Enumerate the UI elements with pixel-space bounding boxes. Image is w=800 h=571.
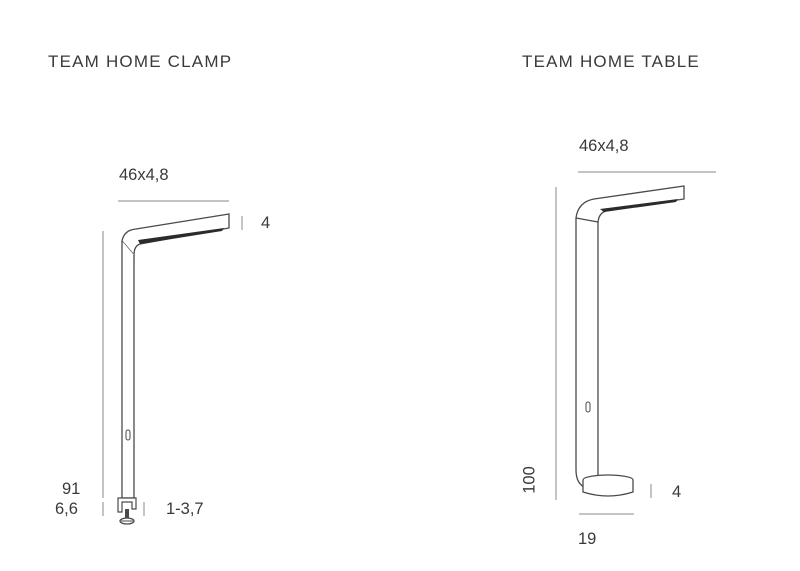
table-lamp [575, 185, 685, 497]
clamp-switch-icon [125, 429, 131, 441]
table-dim-base-width: 19 [578, 530, 597, 548]
table-dimension-lines [555, 171, 716, 515]
table-lamp-head-underside [600, 199, 678, 212]
clamp-lamp [117, 213, 230, 525]
table-dim-head: 46x4,8 [579, 137, 629, 155]
table-dim-base-height: 4 [672, 483, 682, 501]
clamp-dim-clamp-height: 6,6 [55, 500, 78, 518]
table-lamp-head [575, 185, 685, 223]
table-title: TEAM HOME TABLE [522, 52, 700, 71]
clamp-bracket [117, 497, 137, 513]
clamp-dim-total-height: 91 [62, 480, 81, 498]
clamp-dimension-lines [102, 200, 243, 516]
table-base [582, 480, 634, 497]
clamp-lamp-pole [121, 241, 135, 499]
clamp-lamp-head-underside [138, 228, 224, 244]
clamp-lamp-head [121, 213, 230, 257]
table-lamp-pole [575, 218, 599, 489]
clamp-dim-head: 46x4,8 [119, 166, 169, 184]
clamp-title: TEAM HOME CLAMP [48, 52, 233, 71]
clamp-screw [125, 509, 129, 518]
clamp-dim-clamp-range: 1-3,7 [166, 500, 204, 518]
table-switch-icon [585, 401, 591, 413]
clamp-dim-head-height: 4 [261, 214, 271, 232]
